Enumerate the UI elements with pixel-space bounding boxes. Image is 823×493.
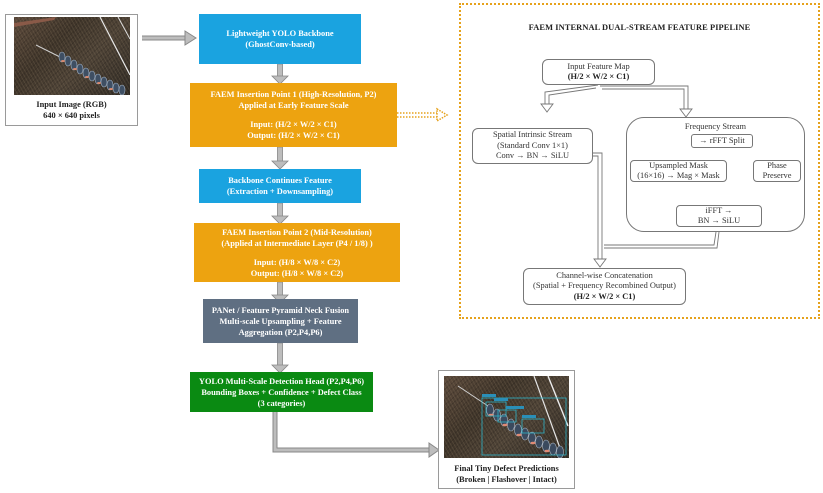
- input-image-card: Input Image (RGB) 640 × 640 pixels: [5, 14, 138, 126]
- ifft-line1: iFFT →: [705, 205, 733, 215]
- head-title: YOLO Multi-Scale Detection Head (P2,P4,P…: [198, 376, 365, 386]
- rfft-split-label: → rFFT Split: [699, 135, 745, 145]
- concat-title: Channel-wise Concatenation: [556, 270, 653, 280]
- faem-internal-panel: FAEM INTERNAL DUAL-STREAM FEATURE PIPELI…: [459, 3, 820, 319]
- upsampled-mask-box: Upsampled Mask (16×16) → Mag × Mask: [630, 160, 727, 182]
- backbone-continues-box: Backbone Continues Feature (Extraction +…: [199, 169, 361, 203]
- head-line2: Bounding Boxes + Confidence + Defect Cla…: [201, 387, 362, 397]
- faem2-subtitle: (Applied at Intermediate Layer (P4 / 1/8…: [221, 238, 373, 248]
- faem2-output: Output: (H/8 × W/8 × C2): [250, 268, 344, 278]
- phase-line1: Phase: [767, 160, 787, 170]
- phase-preserve-box: Phase Preserve: [753, 160, 801, 182]
- faem-insertion-1-box: FAEM Insertion Point 1 (High-Resolution,…: [190, 83, 397, 147]
- ifft-line2: BN → SiLU: [697, 216, 741, 225]
- arrow-head-to-output: [272, 411, 440, 458]
- spatial-conv: (Standard Conv 1×1): [497, 140, 568, 150]
- spatial-ops: Conv → BN → SiLU: [495, 151, 570, 161]
- output-image-card: Final Tiny Defect Predictions (Broken | …: [438, 370, 575, 489]
- faem-insertion-2-box: FAEM Insertion Point 2 (Mid-Resolution) …: [194, 223, 400, 282]
- backbone-cont-title: Backbone Continues Feature: [228, 176, 332, 185]
- input-caption-size: 640 × 640 pixels: [43, 111, 100, 120]
- prediction-graphic: [457, 376, 569, 458]
- faem1-title: FAEM Insertion Point 1 (High-Resolution,…: [210, 90, 377, 99]
- output-prediction-image: [444, 376, 569, 458]
- spatial-title: Spatial Intrinsic Stream: [492, 130, 573, 140]
- phase-line2: Preserve: [762, 171, 792, 180]
- channel-concat-box: Channel-wise Concatenation (Spatial + Fr…: [523, 268, 686, 305]
- rfft-split-box: → rFFT Split: [691, 134, 753, 148]
- input-feature-map-box: Input Feature Map (H/2 × W/2 × C1): [542, 59, 655, 85]
- output-caption-classes: (Broken | Flashover | Intact): [456, 475, 557, 484]
- spatial-stream-box: Spatial Intrinsic Stream (Standard Conv …: [472, 128, 593, 164]
- backbone-box: Lightweight YOLO Backbone (GhostConv-bas…: [199, 14, 361, 64]
- input-caption-title: Input Image (RGB): [36, 100, 107, 109]
- neck-title: PANet / Feature Pyramid Neck Fusion: [211, 305, 350, 315]
- arrow-backbone-cont-to-faem2: [271, 202, 289, 225]
- input-map-shape: (H/2 × W/2 × C1): [567, 72, 630, 81]
- dotted-arrow-faem1-to-panel: [397, 107, 449, 123]
- head-line3: (3 categories): [257, 398, 306, 408]
- faem1-input: Input: (H/2 × W/2 × C1): [250, 120, 337, 129]
- backbone-cont-subtitle: (Extraction + Downsampling): [226, 187, 334, 196]
- neck-line3: Aggregation (P2,P4,P6): [238, 327, 323, 337]
- faem2-input: Input: (H/8 × W/8 × C2): [253, 257, 341, 267]
- arrow-faem1-to-backbone-cont: [271, 146, 289, 170]
- frequency-title: Frequency Stream: [684, 122, 747, 131]
- concat-shape: (H/2 × W/2 × C1): [573, 291, 636, 301]
- detection-head-box: YOLO Multi-Scale Detection Head (P2,P4,P…: [190, 372, 373, 412]
- panel-arrow-frequency-to-concat: [593, 231, 720, 268]
- mask-title: Upsampled Mask: [649, 160, 708, 170]
- arrow-input-to-backbone: [142, 30, 197, 46]
- panel-title: FAEM INTERNAL DUAL-STREAM FEATURE PIPELI…: [528, 23, 751, 32]
- mask-op: (16×16) → Mag × Mask: [637, 171, 720, 180]
- arrow-neck-to-head: [271, 342, 289, 374]
- faem1-output: Output: (H/2 × W/2 × C1): [247, 131, 340, 140]
- insulator-graphic: [14, 17, 130, 95]
- panel-arrow-input-to-spatial: [540, 84, 599, 113]
- input-insulator-image: [14, 17, 130, 95]
- output-caption-title: Final Tiny Defect Predictions: [454, 464, 559, 473]
- concat-desc: (Spatial + Frequency Recombined Output): [533, 281, 676, 291]
- arrow-backbone-to-faem1: [271, 63, 289, 85]
- faem2-title: FAEM Insertion Point 2 (Mid-Resolution): [222, 227, 372, 237]
- input-map-title: Input Feature Map: [567, 61, 630, 71]
- backbone-title: Lightweight YOLO Backbone: [226, 29, 334, 38]
- neck-line2: Multi-scale Upsampling + Feature: [219, 316, 342, 326]
- panel-arrow-input-to-frequency: [600, 85, 693, 118]
- panel-arrow-spatial-to-concat: [593, 152, 603, 260]
- faem1-subtitle: Applied at Early Feature Scale: [238, 101, 349, 110]
- ifft-box: iFFT → BN → SiLU: [676, 205, 762, 227]
- backbone-subtitle: (GhostConv-based): [245, 40, 315, 49]
- neck-fusion-box: PANet / Feature Pyramid Neck Fusion Mult…: [203, 299, 358, 343]
